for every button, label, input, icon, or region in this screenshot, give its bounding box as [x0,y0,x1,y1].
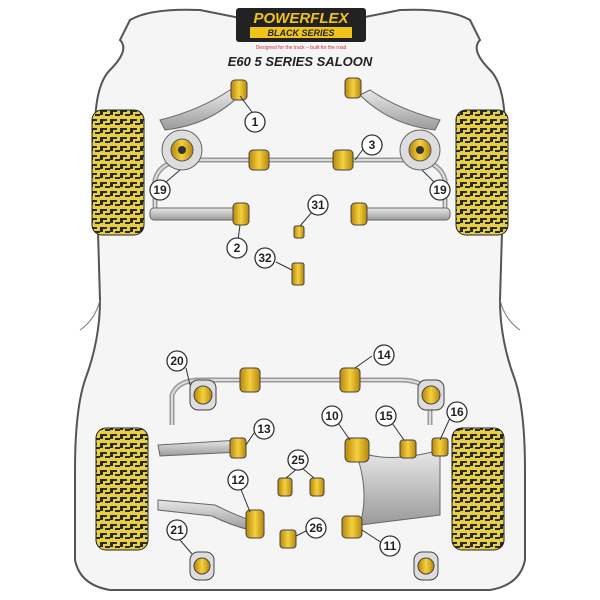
callout-circle [244,111,266,133]
callout-number: 16 [450,405,464,419]
front-right-top-mount [399,129,441,171]
bush-25-right [309,477,325,497]
callout-c15: 15 [375,405,397,427]
callout-circle [379,535,401,557]
callout-circle [149,179,171,201]
callout-number: 12 [231,473,245,487]
bush-12 [245,509,265,539]
model-title: E60 5 SERIES SALOON [228,54,373,69]
callout-circle [226,237,248,259]
callout-circle [166,519,188,541]
callout-number: 10 [325,409,339,423]
bush-32 [291,262,305,286]
callout-number: 1 [252,115,259,129]
bush-31 [293,225,305,239]
front-left-top-mount [161,129,203,171]
callout-number: 31 [311,198,325,212]
front-wishbone-bush-left [232,202,250,226]
logo-tagline: Designed for the track – built for the r… [256,45,347,51]
callout-number: 26 [309,521,323,535]
callout-number: 11 [384,539,397,553]
bush-11 [341,515,363,539]
callout-circle [429,179,451,201]
callout-number: 21 [170,523,184,537]
callout-circle [307,194,329,216]
bush-26 [279,529,297,549]
callout-c1: 1 [244,111,266,133]
bush-25-left [277,477,293,497]
front-right-tyre [455,109,509,236]
rear-left-tyre [95,427,149,551]
callout-number: 13 [257,422,271,436]
callout-circle [375,405,397,427]
callout-c32: 32 [254,247,276,269]
front-arb-bush-left [248,149,270,171]
callout-circle [253,418,275,440]
front-arb-bush-right [332,149,354,171]
callout-circle [321,405,343,427]
callout-circle [227,469,249,491]
front-left-lower-arm [149,207,246,221]
rear-arb-bush-left [239,367,261,393]
callout-c14: 14 [373,344,395,366]
callout-number: 20 [170,354,184,368]
callout-c16: 16 [446,401,468,423]
callout-number: 14 [377,348,391,362]
callout-c19r: 19 [429,179,451,201]
callout-c31: 31 [307,194,329,216]
callout-c10: 10 [321,405,343,427]
callout-circle [166,350,188,372]
callout-c13: 13 [253,418,275,440]
front-upper-arm-bush-left [230,79,248,101]
rear-arb-bush-right [339,367,361,393]
callout-c12: 12 [227,469,249,491]
callout-circle [373,344,395,366]
callout-number: 32 [258,251,272,265]
callout-circle [305,517,327,539]
callout-number: 2 [234,241,241,255]
callout-circle [254,247,276,269]
callout-circle [287,449,309,471]
powerflex-logo: POWERFLEX BLACK SERIES [236,8,366,42]
logo-text: POWERFLEX [253,10,349,27]
front-left-tyre [91,109,145,236]
callout-number: 19 [433,183,447,197]
callout-c26: 26 [305,517,327,539]
bush-10 [344,437,370,463]
series-badge: BLACK SERIES [267,28,334,38]
callout-c11: 11 [379,535,401,557]
front-upper-arm-bush-right [344,77,362,99]
callout-number: 3 [369,138,376,152]
callout-circle [446,401,468,423]
callout-c2: 2 [226,237,248,259]
callout-circle [361,134,383,156]
bush-13 [229,437,247,459]
bush-16 [431,437,449,457]
bush-15 [399,439,417,459]
callout-c19l: 19 [149,179,171,201]
callout-c25: 25 [287,449,309,471]
rear-right-tyre [451,427,505,551]
callout-number: 15 [379,409,393,423]
callout-number: 19 [153,183,167,197]
rear-subframe-arm [354,448,441,526]
callout-c20: 20 [166,350,188,372]
callout-c21: 21 [166,519,188,541]
front-right-lower-arm [354,207,451,221]
callout-c3: 3 [361,134,383,156]
callout-number: 25 [291,453,305,467]
front-wishbone-bush-right [350,202,368,226]
